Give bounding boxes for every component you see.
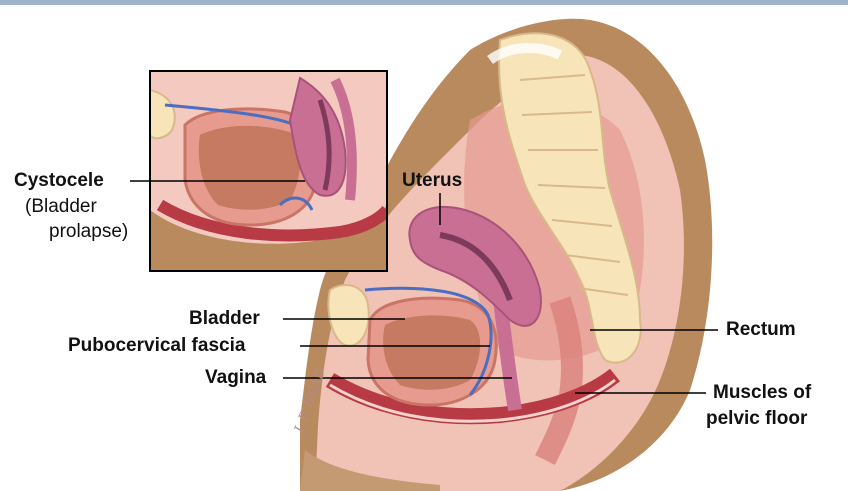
label-vagina: Vagina bbox=[205, 367, 266, 389]
label-bladder-prolapse-line2: prolapse) bbox=[49, 221, 128, 243]
label-rectum: Rectum bbox=[726, 319, 796, 341]
cystocele-inset bbox=[150, 71, 387, 271]
label-pubocervical-fascia: Pubocervical fascia bbox=[68, 335, 245, 357]
label-muscles-line1: Muscles of bbox=[713, 382, 811, 404]
label-bladder: Bladder bbox=[189, 308, 260, 330]
label-cystocele: Cystocele bbox=[14, 170, 104, 192]
label-uterus: Uterus bbox=[402, 170, 462, 192]
label-muscles-line2: pelvic floor bbox=[706, 408, 807, 430]
label-bladder-prolapse-line1: (Bladder bbox=[25, 196, 97, 218]
